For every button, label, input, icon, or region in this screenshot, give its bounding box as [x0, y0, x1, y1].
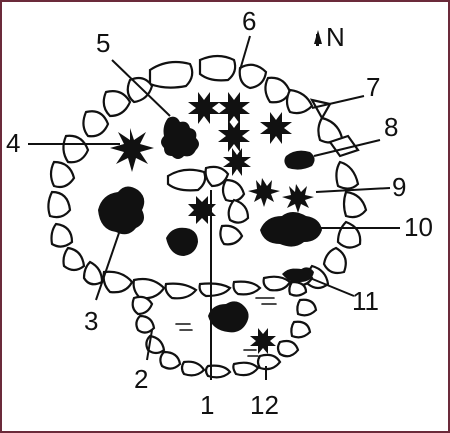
label-10: 10 — [404, 212, 433, 242]
label-1: 1 — [200, 390, 214, 420]
label-12: 12 — [250, 390, 279, 420]
label-2: 2 — [134, 364, 148, 394]
label-5: 5 — [96, 28, 110, 58]
plant-pond — [208, 301, 276, 354]
label-4: 4 — [6, 128, 20, 158]
north-arrow-icon — [314, 30, 322, 46]
plant-8 — [284, 151, 314, 170]
label-11: 11 — [352, 286, 379, 316]
plant-3 — [98, 186, 144, 234]
plant-5 — [161, 117, 199, 159]
plant-9 — [248, 178, 314, 213]
north-label: N — [326, 22, 345, 52]
label-3: 3 — [84, 306, 98, 336]
label-9: 9 — [392, 172, 406, 202]
label-6: 6 — [242, 6, 256, 36]
plant-4 — [110, 128, 154, 172]
label-8: 8 — [384, 112, 398, 142]
label-7: 7 — [366, 72, 380, 102]
plant-10 — [260, 212, 322, 247]
plant-top-row — [188, 92, 292, 176]
plant-center-low — [166, 228, 198, 256]
